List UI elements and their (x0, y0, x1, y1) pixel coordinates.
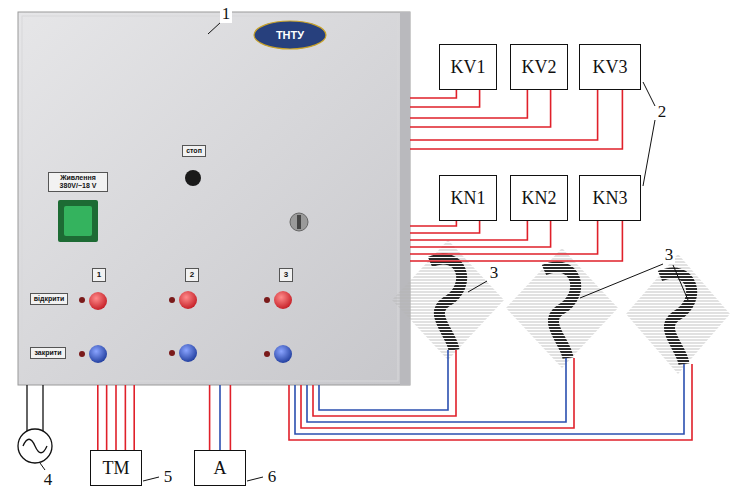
callout-number: 4 (42, 471, 55, 490)
callout-number: 5 (162, 468, 175, 487)
wire-bundle (410, 90, 551, 127)
callout-number: 3 (663, 246, 676, 265)
wire (410, 221, 622, 261)
wire (115, 385, 117, 450)
wire-bundle (410, 90, 480, 107)
plate-label: стоп (182, 145, 206, 157)
callout-number: 2 (656, 103, 669, 122)
wire (410, 221, 527, 240)
fan-symbol (626, 254, 730, 374)
wire (219, 385, 221, 450)
wire-bundle (410, 90, 622, 149)
channel-number: 2 (185, 268, 199, 281)
channel-number: 3 (279, 268, 293, 281)
plate-label: закрити (30, 347, 65, 359)
box-label: A (214, 458, 227, 479)
wire (97, 385, 99, 450)
control-panel: ТНТУ Живлення 380V/~18 V стоп 1 2 3 відкрити за… (18, 12, 410, 385)
wire (125, 385, 127, 450)
logo-text: ТНТУ (276, 29, 304, 41)
wire (410, 90, 456, 98)
wire-bundle (210, 385, 231, 450)
wire (133, 385, 135, 450)
plate-label: відкрити (30, 293, 69, 305)
wire-bundle (410, 221, 480, 233)
wire (410, 221, 480, 233)
wire (410, 90, 622, 149)
device-box: TM (90, 450, 142, 486)
box-label: KV1 (451, 57, 486, 78)
device-box: A (194, 450, 246, 486)
wire-bundle (410, 221, 551, 247)
ac-source-symbol (18, 385, 52, 463)
device-box: KV1 (439, 44, 497, 90)
wire (230, 385, 232, 450)
callout-number: 6 (266, 468, 279, 487)
device-box: KV2 (510, 44, 568, 90)
device-box: KV3 (579, 44, 641, 90)
callout-number: 3 (488, 264, 501, 283)
wire-bundle (410, 221, 622, 261)
leader-line (40, 22, 688, 481)
wire (410, 90, 527, 118)
wire (410, 90, 598, 140)
wire (410, 221, 456, 226)
wire-bundle (98, 385, 134, 450)
fan-symbol (506, 248, 618, 368)
fan-wire (289, 350, 692, 440)
channel-number: 1 (92, 268, 106, 281)
plate-label: Живлення 380V/~18 V (48, 172, 108, 192)
box-label: KN2 (522, 188, 557, 209)
fan-symbol (392, 240, 504, 360)
wire (410, 90, 480, 107)
callout-number: 1 (220, 5, 233, 24)
device-box: KN2 (510, 175, 568, 221)
wire (410, 90, 551, 127)
device-box: KN1 (439, 175, 497, 221)
panel-photo (18, 12, 410, 385)
wire (410, 221, 598, 254)
wire (410, 221, 551, 247)
device-box: KN3 (579, 175, 641, 221)
box-label: KN1 (451, 188, 486, 209)
box-label: KN3 (593, 188, 628, 209)
box-label: TM (103, 458, 130, 479)
box-label: KV3 (593, 57, 628, 78)
wire (209, 385, 211, 450)
box-label: KV2 (522, 57, 557, 78)
wire (106, 385, 108, 450)
